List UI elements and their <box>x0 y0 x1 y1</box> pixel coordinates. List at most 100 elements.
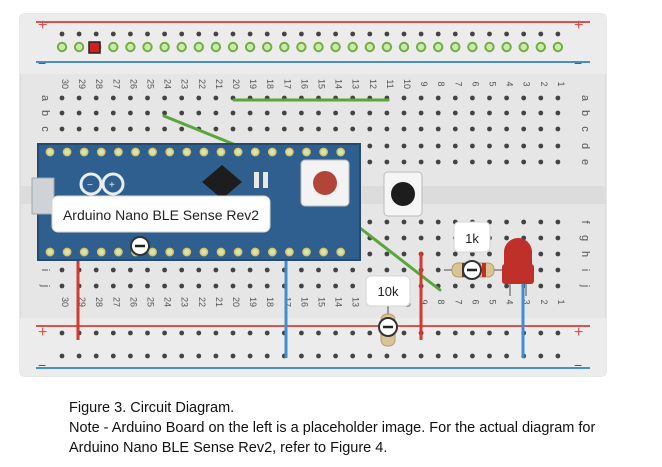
breadboard-hole <box>435 251 441 257</box>
breadboard-hole <box>367 143 373 149</box>
push-button[interactable] <box>383 171 423 217</box>
resistor-1k-label-box: 1k <box>453 221 491 253</box>
circuit-diagram: + − + − + − + − 303029292828272726262525… <box>16 0 610 388</box>
figure-caption-note-line1: Note - Arduino Board on the left is a pl… <box>69 420 596 436</box>
breadboard-hole <box>213 283 219 289</box>
breadboard-hole <box>418 31 424 37</box>
arduino-label: Arduino Nano BLE Sense Rev2 <box>63 207 259 223</box>
breadboard-hole <box>299 353 304 359</box>
column-number-label: 26 <box>128 297 138 307</box>
rail-hole <box>552 41 564 53</box>
breadboard-hole <box>316 110 321 116</box>
row-letter-label: f <box>579 220 591 224</box>
breadboard-hole <box>487 330 492 336</box>
breadboard-hole <box>384 31 390 37</box>
breadboard-hole <box>452 283 458 289</box>
breadboard-hole <box>196 110 202 116</box>
resistor-1k[interactable] <box>444 260 502 280</box>
breadboard-hole <box>333 31 338 37</box>
arduino-pin <box>45 247 55 257</box>
column-number-label: 28 <box>94 79 104 89</box>
arduino-pin <box>165 247 175 257</box>
breadboard-hole <box>333 126 338 132</box>
svg-text:+: + <box>109 180 115 191</box>
infinity-logo: − + <box>79 172 125 196</box>
column-number-label: 5 <box>488 81 498 86</box>
breadboard-hole <box>213 31 219 37</box>
breadboard-hole <box>145 95 150 101</box>
breadboard-hole <box>487 126 492 132</box>
breadboard-hole <box>316 126 321 132</box>
breadboard-hole <box>196 283 202 289</box>
breadboard-hole <box>93 353 99 359</box>
column-number-label: 21 <box>214 297 224 307</box>
breadboard-hole <box>59 31 65 37</box>
breadboard-hole <box>470 330 475 336</box>
breadboard-hole <box>264 110 270 116</box>
column-number-label: 22 <box>197 79 207 89</box>
arduino-pin-probe[interactable] <box>130 236 150 256</box>
breadboard-hole <box>110 95 116 101</box>
rail-hole <box>279 41 290 53</box>
breadboard-hole <box>538 353 544 359</box>
breadboard-hole <box>299 126 304 132</box>
breadboard-hole <box>213 330 219 336</box>
breadboard-hole <box>196 95 202 101</box>
breadboard-hole <box>504 143 509 149</box>
figure-caption-note-line2: Arduino Nano BLE Sense Rev2, refer to Fi… <box>69 440 388 456</box>
breadboard-hole <box>384 126 390 132</box>
breadboard-hole <box>316 267 321 273</box>
rail-hole <box>313 41 324 53</box>
arduino-pin <box>285 147 294 157</box>
breadboard-hole <box>59 110 65 116</box>
breadboard-hole <box>367 159 373 165</box>
breadboard-hole <box>93 110 99 116</box>
arduino-pin <box>250 147 260 157</box>
breadboard-hole <box>401 95 407 101</box>
column-number-label: 15 <box>317 79 327 89</box>
breadboard-hole <box>521 110 527 116</box>
breadboard-hole <box>128 283 133 289</box>
breadboard-hole <box>401 330 407 336</box>
arduino-pin <box>267 247 277 257</box>
column-number-label: 15 <box>317 297 327 307</box>
led-red[interactable] <box>502 238 534 296</box>
breadboard-hole <box>110 330 116 336</box>
breadboard-hole <box>504 353 509 359</box>
column-number-label: 25 <box>146 297 156 307</box>
column-number-label: 11 <box>385 79 395 88</box>
breadboard-hole <box>384 267 390 273</box>
selected-hole-marker[interactable] <box>88 41 101 54</box>
breadboard-hole <box>401 143 407 149</box>
column-number-label: 3 <box>522 299 532 304</box>
arduino-pin <box>148 147 157 157</box>
breadboard-hole <box>401 267 407 273</box>
breadboard-hole <box>555 110 561 116</box>
resistor-10k[interactable] <box>378 300 398 347</box>
row-letter-label: j <box>579 284 591 287</box>
column-number-label: 6 <box>470 299 480 304</box>
bottom-minus-right: − <box>574 357 582 373</box>
breadboard-hole <box>333 353 338 359</box>
breadboard-hole <box>128 110 133 116</box>
breadboard-hole <box>384 110 390 116</box>
chip-diamond <box>202 165 242 199</box>
breadboard-hole <box>487 283 492 289</box>
column-number-label: 17 <box>282 79 292 89</box>
breadboard-hole <box>247 267 253 273</box>
arduino-pin <box>79 247 89 257</box>
breadboard-hole <box>145 31 150 37</box>
column-number-label: 30 <box>60 79 70 89</box>
arduino-pin <box>165 147 175 157</box>
breadboard-hole <box>264 267 270 273</box>
breadboard-hole <box>162 31 168 37</box>
arduino-pin <box>319 247 328 257</box>
row-letter-label: d <box>579 143 591 149</box>
rail-hole <box>467 41 478 53</box>
breadboard-hole <box>179 31 185 37</box>
rail-hole <box>227 41 239 53</box>
bottom-minus-left: − <box>38 357 46 373</box>
breadboard-hole <box>247 110 253 116</box>
breadboard-hole <box>76 353 82 359</box>
breadboard-hole <box>418 126 424 132</box>
